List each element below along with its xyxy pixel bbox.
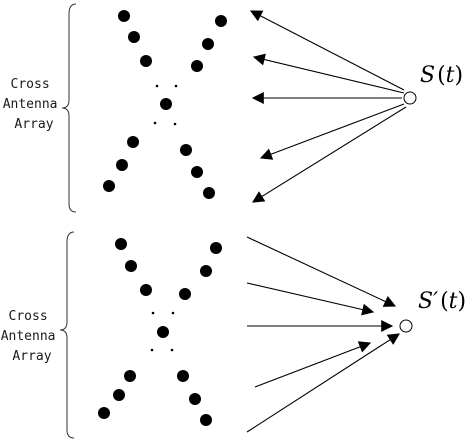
bottom-array-label: Cross Antenna Array [1, 309, 64, 364]
antenna-element [128, 31, 140, 43]
bottom-source-arg: t [449, 289, 458, 314]
antenna-element [177, 370, 189, 382]
signal-arrow [252, 53, 405, 94]
top-source-node [403, 91, 417, 105]
antenna-element [116, 159, 128, 171]
antenna-element [200, 265, 212, 277]
bottom-array-label-line-3: Array [12, 349, 51, 364]
top-signal-arrows [249, 10, 407, 203]
ellipsis-dot [174, 84, 178, 88]
bottom-source-node [399, 319, 413, 333]
signal-arrow [246, 282, 375, 316]
ellipsis-dot [153, 121, 157, 125]
signal-arrow [246, 236, 397, 307]
top-panel: Cross Antenna Array [3, 3, 463, 213]
antenna-element [215, 15, 227, 27]
top-array-label-line-2: Antenna [3, 97, 58, 112]
bottom-array-brace [59, 231, 75, 439]
bottom-antenna-elements [98, 238, 222, 426]
antenna-element [115, 238, 127, 250]
antenna-element [191, 60, 203, 72]
antenna-element [124, 370, 136, 382]
top-source-arg: t [446, 63, 455, 88]
antenna-center-element [157, 326, 169, 338]
antenna-element [180, 144, 192, 156]
antenna-element [202, 38, 214, 50]
antenna-element [125, 260, 137, 272]
antenna-element [118, 10, 130, 22]
top-array-label: Cross Antenna Array [3, 77, 66, 132]
top-array-label-line-3: Array [14, 117, 53, 132]
antenna-element [203, 187, 215, 199]
signal-arrow [246, 333, 401, 433]
bottom-signal-arrows [246, 236, 401, 433]
ellipsis-dot [150, 348, 154, 352]
signal-arrow [254, 341, 372, 388]
antenna-element [179, 288, 191, 300]
antenna-element [127, 136, 139, 148]
ellipsis-dot [151, 311, 155, 315]
antenna-element [200, 414, 212, 426]
top-array-label-line-1: Cross [11, 77, 50, 92]
ellipsis-dot [170, 348, 174, 352]
antenna-element [191, 166, 203, 178]
bottom-array-label-line-2: Antenna [1, 329, 56, 344]
bottom-panel: Cross Antenna Array [1, 231, 466, 439]
antenna-element [140, 55, 152, 67]
ellipsis-dot [155, 84, 159, 88]
antenna-element [210, 242, 222, 254]
top-source-label: S(t) [420, 63, 463, 88]
ellipsis-dot [171, 311, 175, 315]
antenna-center-element [160, 98, 172, 110]
antenna-element [140, 284, 152, 296]
signal-arrow [249, 10, 405, 91]
signal-arrow [259, 103, 405, 160]
antenna-element [113, 389, 125, 401]
ellipsis-dot [173, 122, 177, 126]
bottom-source-label: S′(t) [418, 289, 466, 314]
signal-arrow [251, 106, 407, 203]
top-array-brace [61, 3, 77, 213]
top-source-name: S [420, 63, 435, 88]
top-antenna-elements [103, 10, 227, 199]
antenna-element [98, 407, 110, 419]
antenna-element [103, 180, 115, 192]
bottom-source-name: S′ [418, 289, 438, 314]
bottom-array-label-line-1: Cross [9, 309, 48, 324]
antenna-element [189, 393, 201, 405]
